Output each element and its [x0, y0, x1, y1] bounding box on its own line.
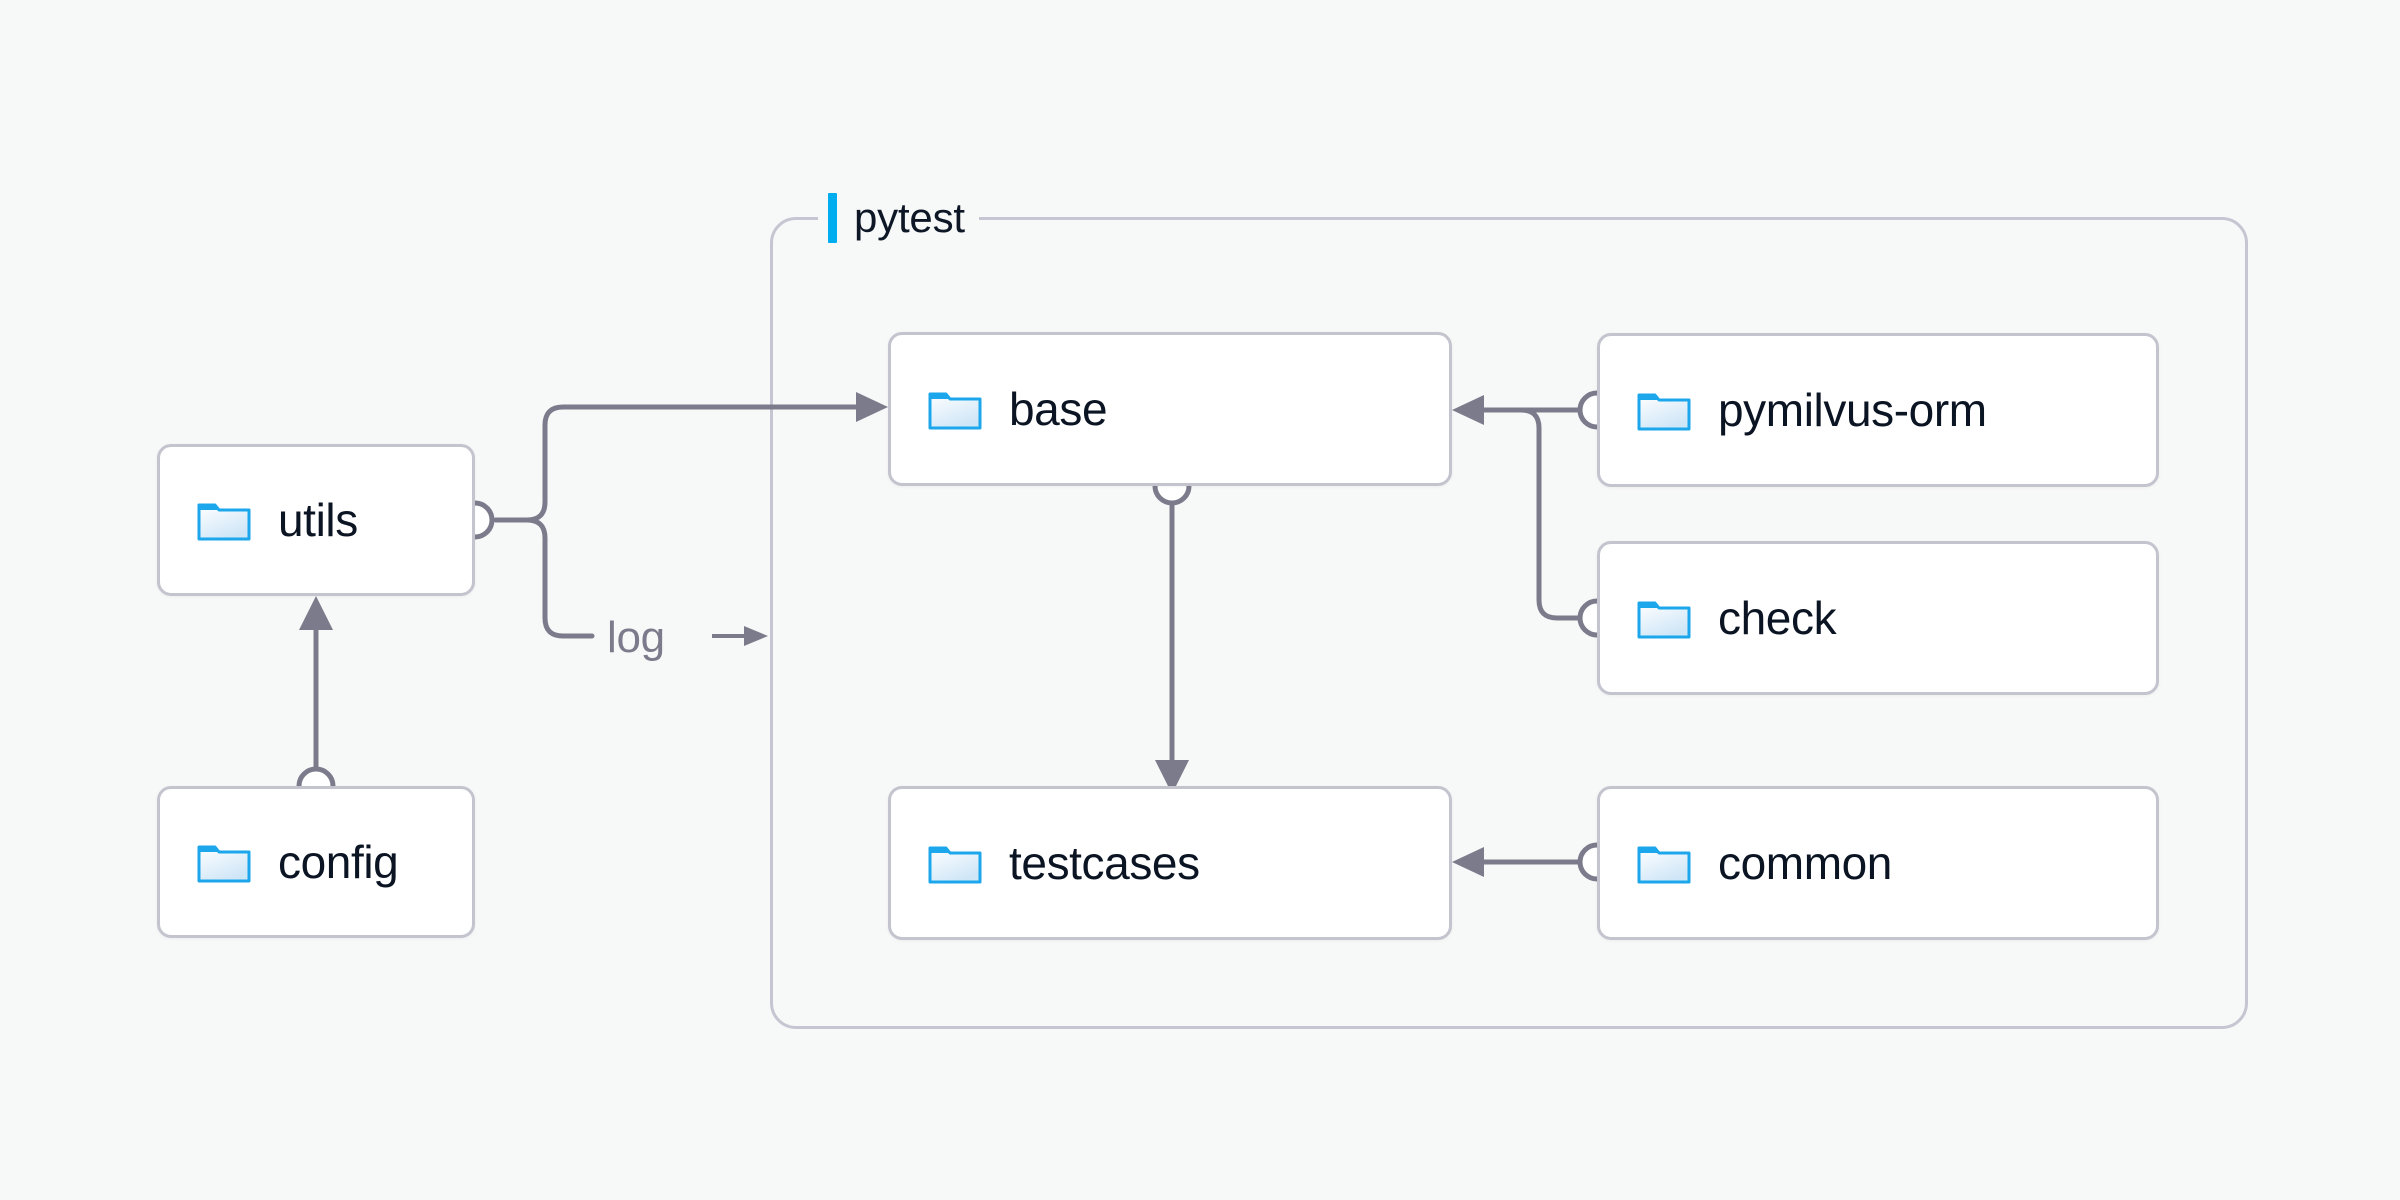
node-base[interactable]: base — [888, 332, 1452, 486]
folder-icon — [197, 503, 251, 541]
node-check[interactable]: check — [1597, 541, 2159, 695]
node-label: pymilvus-orm — [1718, 384, 1987, 436]
group-accent-bar — [828, 193, 837, 243]
node-label: common — [1718, 837, 1892, 889]
group-title: pytest — [854, 194, 965, 241]
folder-icon — [928, 846, 982, 884]
node-label: testcases — [1009, 837, 1200, 889]
node-pymilvus-orm[interactable]: pymilvus-orm — [1597, 333, 2159, 487]
node-utils[interactable]: utils — [157, 444, 475, 596]
node-common[interactable]: common — [1597, 786, 2159, 940]
edge-utils-log: log — [493, 517, 768, 662]
group-pytest[interactable] — [770, 217, 2248, 1029]
folder-icon — [1637, 601, 1691, 639]
folder-icon — [1637, 846, 1691, 884]
node-label: config — [278, 836, 399, 888]
node-label: check — [1718, 592, 1837, 644]
node-label: utils — [278, 494, 358, 546]
folder-icon — [1637, 393, 1691, 431]
folder-icon — [197, 845, 251, 883]
edge-label-log: log — [607, 613, 665, 662]
folder-icon — [928, 392, 982, 430]
node-testcases[interactable]: testcases — [888, 786, 1452, 940]
edge-config-utils — [296, 596, 336, 806]
node-config[interactable]: config — [157, 786, 475, 938]
node-label: base — [1009, 383, 1108, 435]
group-pytest-label: pytest — [818, 186, 979, 250]
